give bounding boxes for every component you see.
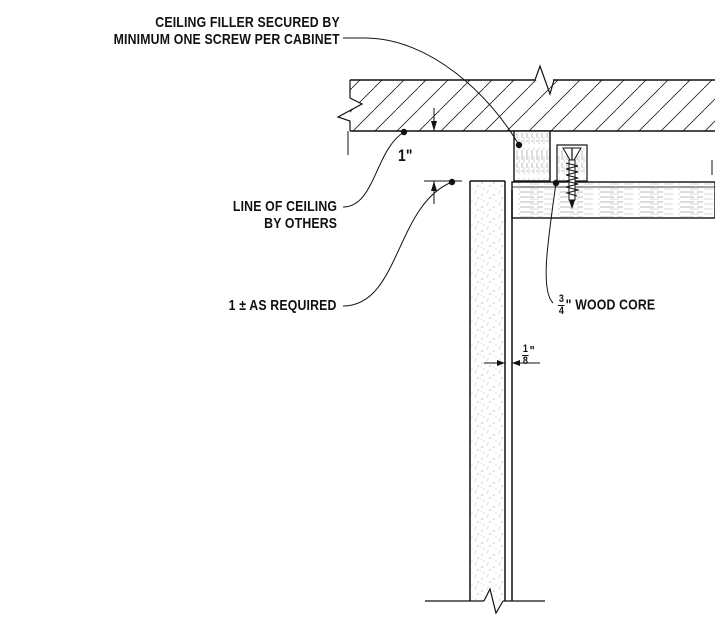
panel-gap-numerator: 1	[522, 343, 529, 356]
wood-core-denominator: 4	[558, 305, 565, 317]
as-required-text: 1 ± AS REQUIRED	[229, 297, 337, 314]
line-of-ceiling-label-line1: LINE OF CEILING	[232, 198, 337, 215]
ceiling-filler-label-line1: CEILING FILLER SECURED BY	[155, 14, 340, 31]
ceiling-filler-label: CEILING FILLER SECURED BY MINIMUM ONE SC…	[114, 14, 340, 49]
wood-core-label: 3 4 " WOOD CORE	[558, 294, 655, 317]
leader-line-of-ceiling	[342, 131, 405, 208]
panel-gap-dimension	[484, 360, 540, 366]
ceiling-filler-block	[513, 130, 551, 182]
panel-gap-denominator: 8	[522, 355, 529, 367]
screw-icon	[562, 147, 582, 209]
wall-panel	[425, 180, 545, 615]
one-inch-dimension-label: 1"	[398, 146, 413, 166]
panel-gap-unit: "	[529, 343, 535, 358]
line-of-ceiling-label: LINE OF CEILING BY OTHERS	[233, 198, 337, 233]
panel-gap-fraction: 1 8	[522, 344, 529, 367]
ceiling-filler-label-line2: MINIMUM ONE SCREW PER CABINET	[113, 31, 340, 49]
wood-core-fraction: 3 4	[558, 294, 565, 317]
leader-lines	[342, 37, 557, 307]
wood-core-numerator: 3	[558, 293, 565, 306]
leader-wood-core	[545, 182, 557, 304]
as-required-label: 1 ± AS REQUIRED	[229, 297, 337, 314]
leader-as-required	[342, 181, 453, 307]
one-inch-dimension-text: 1"	[398, 146, 413, 165]
leader-ceiling-filler	[343, 37, 520, 146]
panel-gap-label: 1 8 "	[522, 343, 535, 367]
one-inch-dimension	[424, 108, 462, 204]
line-of-ceiling-label-line2: BY OTHERS	[263, 215, 337, 233]
leader-dots	[400, 128, 560, 187]
wood-core-panel	[511, 160, 715, 219]
wood-core-text: " WOOD CORE	[565, 296, 656, 314]
